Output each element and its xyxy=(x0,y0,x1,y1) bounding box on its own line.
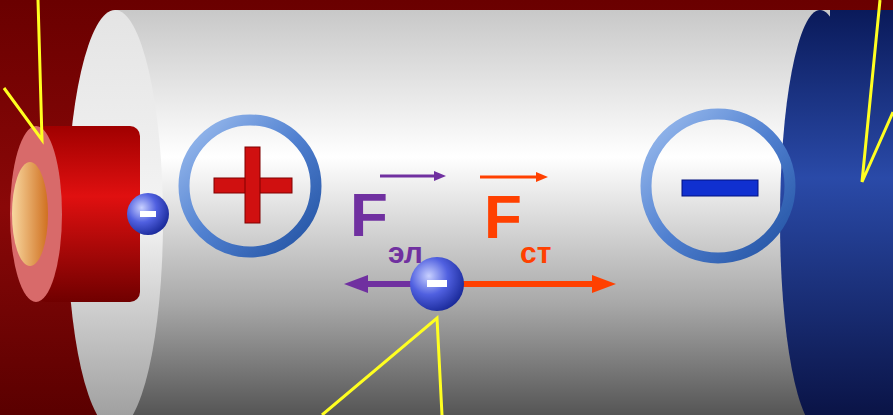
leader-line xyxy=(4,0,42,140)
force-symbol: F xyxy=(350,184,388,246)
vector-mark xyxy=(536,172,548,182)
terminal-face xyxy=(10,126,62,302)
battery-body xyxy=(115,10,830,415)
force-symbol: F xyxy=(484,186,522,248)
minus-symbol xyxy=(682,180,758,196)
vector-mark xyxy=(434,171,446,181)
plus-ring xyxy=(184,120,316,252)
minus-ring xyxy=(646,114,790,258)
leader-line xyxy=(862,0,893,182)
vector-mark xyxy=(380,175,436,178)
electron-sign xyxy=(427,280,447,287)
arrow-head xyxy=(344,275,368,293)
negative-end-curve xyxy=(780,10,860,415)
electron-sign xyxy=(140,211,156,217)
force-subscript: эл xyxy=(388,238,423,268)
arrow-head xyxy=(592,275,616,293)
plus-symbol xyxy=(245,147,260,223)
vector-mark xyxy=(480,176,538,179)
leader-line xyxy=(322,318,442,415)
electron xyxy=(127,193,169,235)
force-subscript: ст xyxy=(520,238,551,268)
terminal-contact xyxy=(12,162,48,266)
